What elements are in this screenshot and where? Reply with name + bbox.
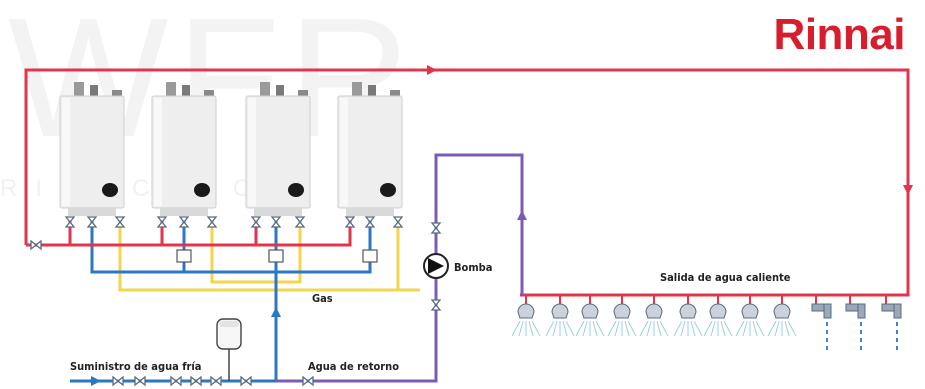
faucet-icon (881, 295, 902, 350)
pump-icon (423, 253, 449, 279)
valve-icon (170, 375, 182, 387)
junction-box (176, 249, 192, 263)
water-heater-group (59, 82, 403, 216)
faucet-icon (845, 295, 866, 350)
valve-icon (430, 222, 442, 234)
watermark-subtext: RICOCALOR (0, 175, 305, 203)
valve-icon (112, 375, 124, 387)
shower-head-icon (575, 295, 605, 337)
valve-group (30, 216, 442, 387)
flow-arrow (271, 307, 281, 317)
valve-icon (302, 375, 314, 387)
valve-icon (210, 375, 222, 387)
hot-water-loop (24, 68, 910, 297)
valve-icon (364, 216, 376, 228)
valve-icon (178, 216, 190, 228)
junction-box (362, 249, 378, 263)
return-pipe (276, 153, 524, 383)
expansion-tank-icon (216, 318, 242, 381)
shower-head-icon (639, 295, 669, 337)
valve-icon (392, 216, 404, 228)
valve-icon (430, 299, 442, 311)
gas-pipe (118, 220, 420, 292)
shower-head-icon (673, 295, 703, 337)
flow-arrow (427, 65, 437, 75)
gas-pipe (210, 220, 302, 284)
flow-arrow (517, 210, 527, 220)
valve-icon (30, 239, 42, 251)
brand-logo: Rinnai (773, 10, 906, 59)
flow-arrow (903, 185, 913, 195)
valve-icon (114, 216, 126, 228)
water-heater-icon (245, 82, 311, 216)
valve-icon (250, 216, 262, 228)
water-heater-icon (151, 82, 217, 216)
valve-icon (344, 216, 356, 228)
fixture-group (511, 295, 902, 350)
shower-head-icon (545, 295, 575, 337)
valve-icon (206, 216, 218, 228)
pump-label: Bomba (454, 261, 493, 274)
cold-supply-label: Suministro de agua fría (70, 360, 202, 373)
hot-water-collector (26, 220, 352, 247)
shower-head-icon (607, 295, 637, 337)
water-heater-icon (337, 82, 403, 216)
junction-box (268, 249, 284, 263)
shower-head-icon (511, 295, 541, 337)
return-water-label: Agua de retorno (308, 360, 400, 373)
valve-icon (86, 216, 98, 228)
hot-water-output-label: Salida de agua caliente (660, 271, 791, 284)
valve-icon (190, 375, 202, 387)
water-heater-icon (59, 82, 125, 216)
valve-icon (156, 216, 168, 228)
valve-icon (134, 375, 146, 387)
shower-head-icon (703, 295, 733, 337)
shower-head-icon (767, 295, 797, 337)
valve-icon (270, 216, 282, 228)
gas-label: Gas (312, 292, 333, 305)
valve-icon (240, 375, 252, 387)
faucet-icon (811, 295, 832, 350)
flow-arrow (91, 376, 101, 386)
valve-icon (64, 216, 76, 228)
valve-icon (294, 216, 306, 228)
shower-head-icon (735, 295, 765, 337)
